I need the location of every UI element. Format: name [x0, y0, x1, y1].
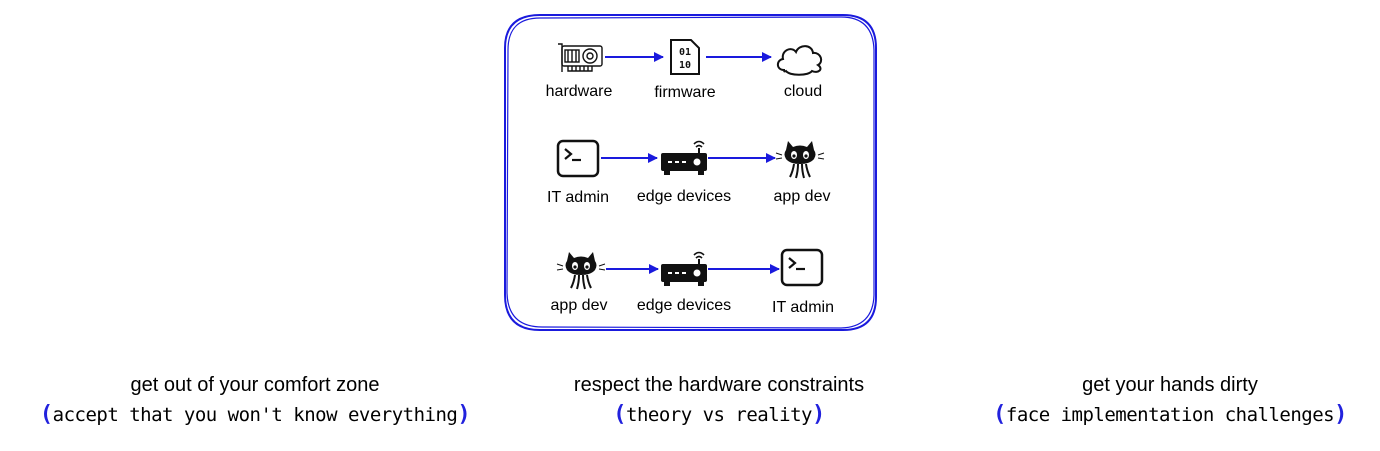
node-label-it-admin: IT admin — [772, 299, 834, 316]
caption-subtitle-text: accept that you won't know everything — [52, 404, 458, 426]
caption-comfort-zone: get out of your comfort zone (accept tha… — [39, 370, 471, 430]
node-label-app-dev: app dev — [773, 188, 831, 205]
github-octocat-icon — [556, 252, 606, 290]
node-label-firmware: firmware — [654, 84, 716, 101]
svg-text:01: 01 — [679, 47, 691, 58]
caption-subtitle-text: theory vs reality — [626, 404, 812, 426]
open-paren: ( — [39, 402, 53, 427]
caption-subtitle: (accept that you won't know everything) — [39, 400, 471, 430]
close-paren: ) — [811, 402, 825, 427]
router-icon — [661, 251, 707, 286]
close-paren: ) — [1334, 402, 1347, 427]
terminal-icon — [780, 248, 824, 287]
caption-hands-dirty: get your hands dirty (face implementatio… — [993, 370, 1347, 430]
gpu-card-icon — [558, 43, 603, 72]
caption-subtitle: (face implementation challenges) — [993, 400, 1347, 430]
caption-title: respect the hardware constraints — [573, 374, 865, 396]
diagram-frame — [504, 14, 877, 331]
terminal-icon — [556, 139, 600, 178]
binary-file-icon: 01 10 — [670, 39, 700, 75]
svg-text:10: 10 — [679, 60, 691, 71]
caption-subtitle-text: face implementation challenges — [1005, 404, 1335, 426]
node-label-app-dev: app dev — [550, 297, 608, 314]
caption-title: get your hands dirty — [1082, 374, 1258, 396]
caption-subtitle: (theory vs reality) — [574, 400, 864, 430]
router-icon — [661, 140, 707, 175]
node-label-cloud: cloud — [783, 83, 823, 100]
node-label-it-admin: IT admin — [547, 189, 609, 206]
cloud-icon — [776, 45, 823, 76]
github-octocat-icon — [775, 141, 825, 179]
node-label-hardware: hardware — [545, 83, 613, 100]
close-paren: ) — [457, 402, 471, 427]
open-paren: ( — [613, 402, 627, 427]
caption-hardware-constraints: respect the hardware constraints (theory… — [574, 370, 864, 430]
caption-title: get out of your comfort zone — [130, 374, 380, 396]
open-paren: ( — [993, 402, 1006, 427]
node-label-edge-devices: edge devices — [636, 188, 732, 205]
node-label-edge-devices: edge devices — [636, 297, 732, 314]
